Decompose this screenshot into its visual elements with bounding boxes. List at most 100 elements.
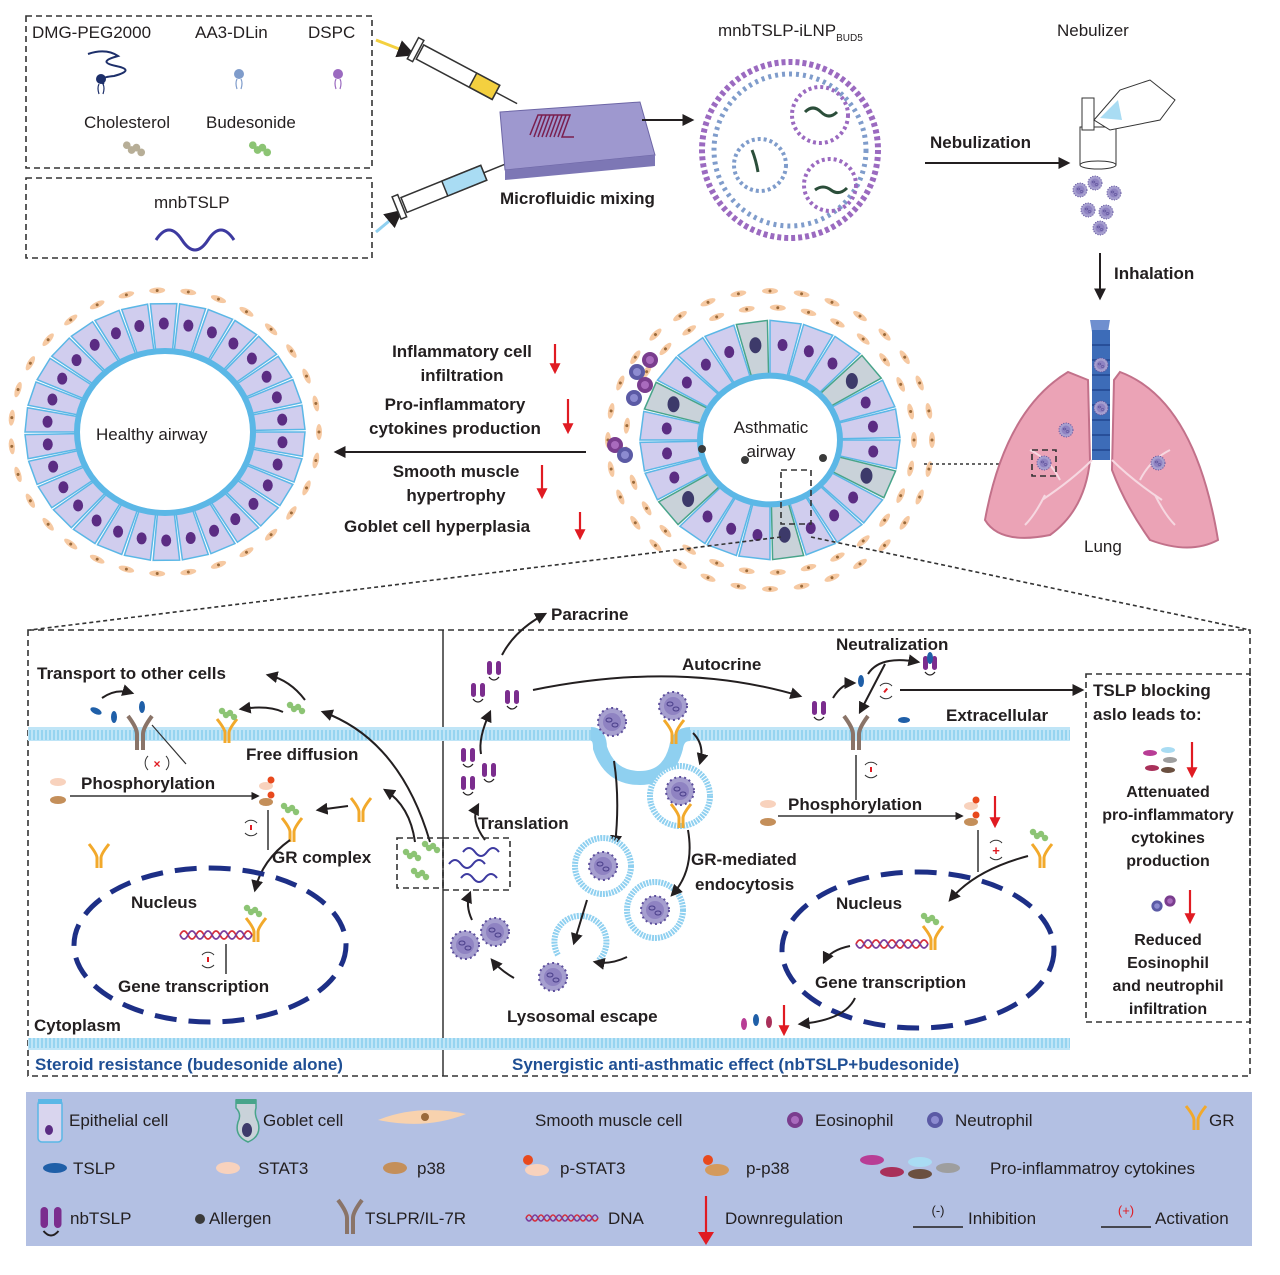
dna-icon <box>855 939 929 949</box>
legend-goblet-icon <box>235 1099 260 1143</box>
label-lysosomal-escape: Lysosomal escape <box>507 1007 658 1026</box>
zoom-line-right <box>810 536 1251 631</box>
lung-illustration <box>983 320 1220 549</box>
legend-tslp-icon <box>43 1163 67 1173</box>
smooth-muscle-cell <box>264 323 278 336</box>
caption-steroid-resistance: Steroid resistance (budesonide alone) <box>35 1055 343 1074</box>
smooth-muscle-cell <box>925 403 933 419</box>
arrow-free-diffusion-2 <box>320 709 431 843</box>
legend-downregulation-icon <box>698 1196 714 1245</box>
cell-membrane-right-b <box>690 727 1070 741</box>
arrow-tslp-binding <box>101 684 135 699</box>
cell-nucleus <box>110 327 121 340</box>
label-nucleus-left: Nucleus <box>131 893 197 912</box>
cell-nucleus <box>867 420 878 433</box>
legend-gr-label: GR <box>1209 1111 1235 1130</box>
eosinophil <box>637 377 653 393</box>
smooth-muscle-cell <box>312 452 320 469</box>
smooth-muscle-cell <box>700 573 716 582</box>
smooth-muscle-cell <box>856 333 870 345</box>
smooth-muscle-cell <box>793 290 810 298</box>
legend-p38-icon <box>383 1162 407 1174</box>
smooth-muscle-cell <box>738 567 755 574</box>
effect-3-line2: hypertrophy <box>406 486 506 505</box>
nbtslp-icon <box>481 762 497 783</box>
smooth-muscle-cell <box>879 513 891 527</box>
smooth-muscle-cell <box>915 375 924 391</box>
smooth-muscle-cell <box>630 515 641 530</box>
legend-downregulation-label: Downregulation <box>725 1209 843 1228</box>
tslp-blocking-box <box>1085 673 1251 1023</box>
cell-nucleus <box>829 509 840 522</box>
lnp-endocytosing <box>597 707 627 737</box>
smooth-muscle-cell <box>896 377 906 392</box>
effect-2-line2: cytokines production <box>369 419 541 438</box>
cell-nucleus <box>42 438 53 451</box>
label-extracellular: Extracellular <box>946 706 1048 725</box>
cholesterol-icon <box>122 141 146 157</box>
side-item1-line3: cytokines <box>1131 830 1205 847</box>
cell-nucleus <box>845 372 858 389</box>
arrow-gr-endocytosis <box>670 829 691 897</box>
endosome <box>572 835 634 897</box>
smooth-muscle-cell <box>312 395 320 412</box>
smooth-muscle-cell <box>899 350 910 365</box>
asthmatic-airway-illustration <box>605 287 935 593</box>
arrow-paracrine <box>501 612 548 656</box>
cell-nucleus <box>724 345 735 358</box>
label-phosphorylation-right: Phosphorylation <box>788 795 922 814</box>
label-asthmatic-line2: airway <box>746 442 796 461</box>
svg-text:×: × <box>153 757 160 771</box>
cell-membrane-right-a <box>443 727 591 741</box>
released-lnp <box>480 917 510 947</box>
inner-membrane-bottom <box>28 1038 1070 1050</box>
cell-nucleus <box>803 345 814 358</box>
label-budesonide: Budesonide <box>206 113 296 132</box>
smooth-muscle-cell <box>118 565 135 573</box>
legend-neutrophil-label: Neutrophil <box>955 1111 1033 1130</box>
arrow-autocrine <box>532 675 803 699</box>
endosome-gr <box>647 763 713 830</box>
cell-nucleus <box>71 354 82 367</box>
neutrophil-icon <box>1151 900 1163 912</box>
legend-activation-icon: (+) <box>1101 1203 1151 1228</box>
lnp-title: mnbTSLP-iLNPBUD5 <box>718 21 863 44</box>
smooth-muscle-cell <box>709 312 725 321</box>
nbtslp-icon <box>811 700 827 721</box>
smooth-muscle-cell <box>769 304 786 311</box>
inhibition-icon <box>864 761 878 779</box>
cell-nucleus <box>48 460 59 473</box>
cell-nucleus <box>682 491 695 508</box>
label-cholesterol: Cholesterol <box>84 113 170 132</box>
label-mnbtslp: mnbTSLP <box>154 193 230 212</box>
neutrophil <box>626 390 642 406</box>
smooth-muscle-cell <box>42 333 54 347</box>
cell-nucleus <box>860 467 873 484</box>
arrow-gene-transcription <box>822 945 851 965</box>
cell-nucleus <box>702 510 713 523</box>
smooth-muscle-cell <box>824 573 840 582</box>
mrna-box: mnbTSLP <box>25 177 373 259</box>
label-asthmatic-line1: Asthmatic <box>734 418 809 437</box>
smooth-muscle-cell <box>616 375 625 391</box>
cell-nucleus <box>749 337 762 354</box>
smooth-muscle-cell <box>853 310 867 322</box>
arrow-nbtslp-up <box>479 709 492 755</box>
label-aa3-dlin: AA3-DLin <box>195 23 268 42</box>
mrna-strand-icon <box>154 228 236 252</box>
nucleus-left <box>71 865 349 1025</box>
cell-nucleus <box>161 534 172 547</box>
legend-allergen-icon <box>195 1214 205 1224</box>
stat3-p38-molecules <box>760 800 776 826</box>
smooth-muscle-cell <box>730 290 747 298</box>
smooth-muscle-cell <box>762 287 778 294</box>
legend-inhibition-icon: (-) <box>913 1203 963 1228</box>
label-inhalation: Inhalation <box>1114 264 1194 283</box>
cell-nucleus <box>805 522 816 535</box>
legend-eosinophil-label: Eosinophil <box>815 1111 893 1130</box>
side-box-title-2: aslo leads to: <box>1093 705 1202 724</box>
smooth-muscle-cell <box>879 353 891 367</box>
label-phosphorylation-left: Phosphorylation <box>81 774 215 793</box>
cell-nucleus <box>158 317 169 330</box>
smooth-muscle-cell <box>830 552 845 562</box>
